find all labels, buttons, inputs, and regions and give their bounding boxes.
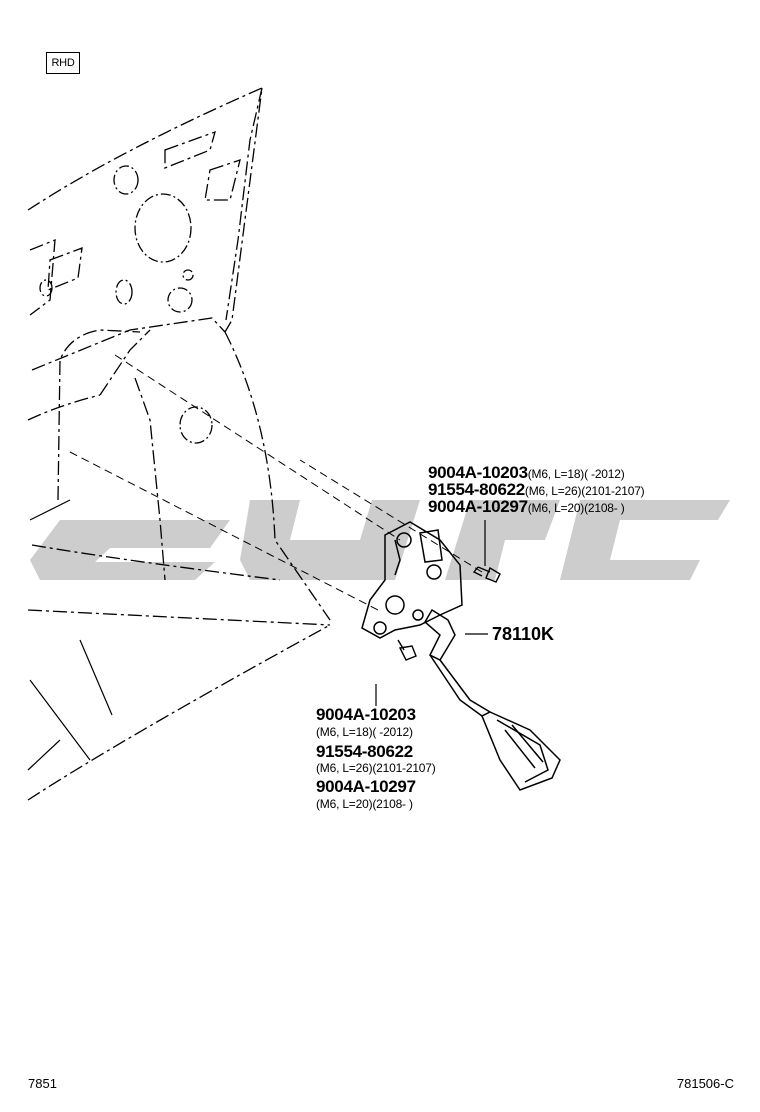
callout-bottom-1-spec: (M6, L=18)( -2012) [316, 725, 413, 739]
footer-left-code: 7851 [28, 1076, 57, 1091]
callout-leaders [375, 520, 488, 706]
part-number[interactable]: 9004A-10203 [428, 463, 528, 482]
callout-bottom-2-spec: (M6, L=26)(2101-2107) [316, 761, 436, 775]
panel-holes [39, 165, 213, 444]
callout-bottom-1-part[interactable]: 9004A-10203 [316, 705, 416, 724]
callout-bottom-3-spec: (M6, L=20)(2108- ) [316, 797, 413, 811]
callout-bottom-2-part[interactable]: 91554-80622 [316, 742, 413, 761]
callout-right-3: 9004A-10297(M6, L=20)(2108- ) [428, 497, 625, 517]
rhd-badge: RHD [46, 52, 80, 74]
callout-right-2: 91554-80622(M6, L=26)(2101-2107) [428, 480, 645, 500]
part-spec: (M6, L=26)(2101-2107) [524, 484, 645, 498]
part-spec: (M6, L=20)(2108- ) [527, 501, 625, 515]
part-number[interactable]: 9004A-10297 [428, 497, 528, 516]
body-panel [27, 86, 331, 801]
watermark-logo [30, 500, 730, 580]
part-spec: (M6, L=18)( -2012) [527, 467, 625, 481]
callout-right-1: 9004A-10203(M6, L=18)( -2012) [428, 463, 625, 483]
leader-lines [69, 354, 483, 611]
main-part-number[interactable]: 78110K [492, 624, 555, 644]
callout-bottom-3-part[interactable]: 9004A-10297 [316, 777, 416, 796]
bolt-right [472, 566, 501, 583]
panel-solid-lines [27, 499, 113, 771]
part-number[interactable]: 91554-80622 [428, 480, 525, 499]
bolt-bottom [397, 639, 417, 661]
accelerator-pedal [361, 521, 561, 791]
footer-right-code: 781506-C [676, 1076, 734, 1091]
